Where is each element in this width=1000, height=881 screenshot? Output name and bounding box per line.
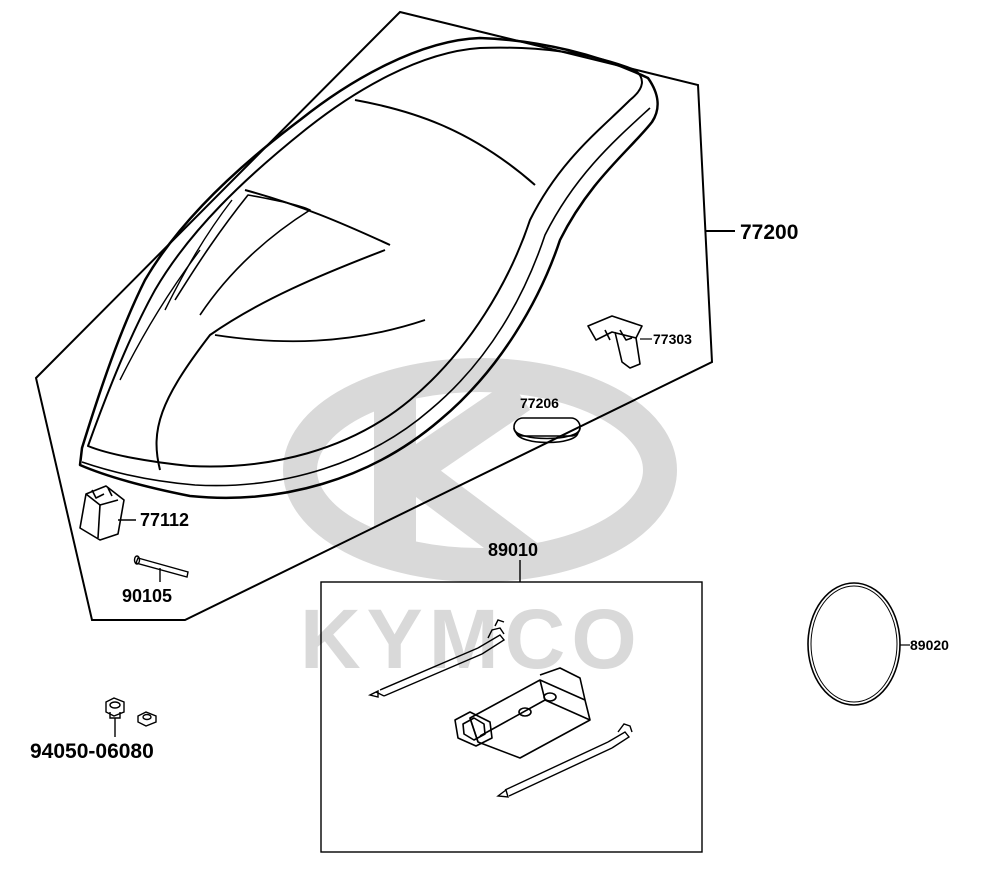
- screwdriver-top-drawing: [367, 619, 506, 698]
- part-label-77112: 77112: [140, 510, 189, 530]
- band-drawing-inner: [810, 585, 898, 703]
- screwdriver-bottom-drawing: [496, 723, 633, 798]
- nut-drawing: [105, 697, 157, 727]
- socket-wrench-drawing: [454, 667, 591, 759]
- seat-hook-drawing: [79, 485, 125, 541]
- watermark-logo: [283, 358, 677, 582]
- part-label-89020: 89020: [910, 637, 949, 653]
- part-label-90105: 90105: [122, 586, 172, 606]
- watermark-brand: KYMCO: [300, 592, 643, 686]
- part-label-94050-06080: 94050-06080: [30, 740, 154, 763]
- seat-group-boundary: [34, 10, 714, 621]
- part-label-77303: 77303: [653, 331, 692, 347]
- part-label-77206: 77206: [520, 395, 559, 411]
- tool-kit-box: [320, 581, 703, 853]
- part-label-77200: 77200: [740, 221, 798, 244]
- seat-drawing: [78, 36, 659, 500]
- part-label-89010: 89010: [488, 540, 538, 560]
- pin-drawing: [133, 555, 189, 578]
- bracket-drawing: [587, 315, 643, 369]
- band-drawing: [807, 582, 901, 706]
- rubber-pad-drawing: [513, 417, 581, 444]
